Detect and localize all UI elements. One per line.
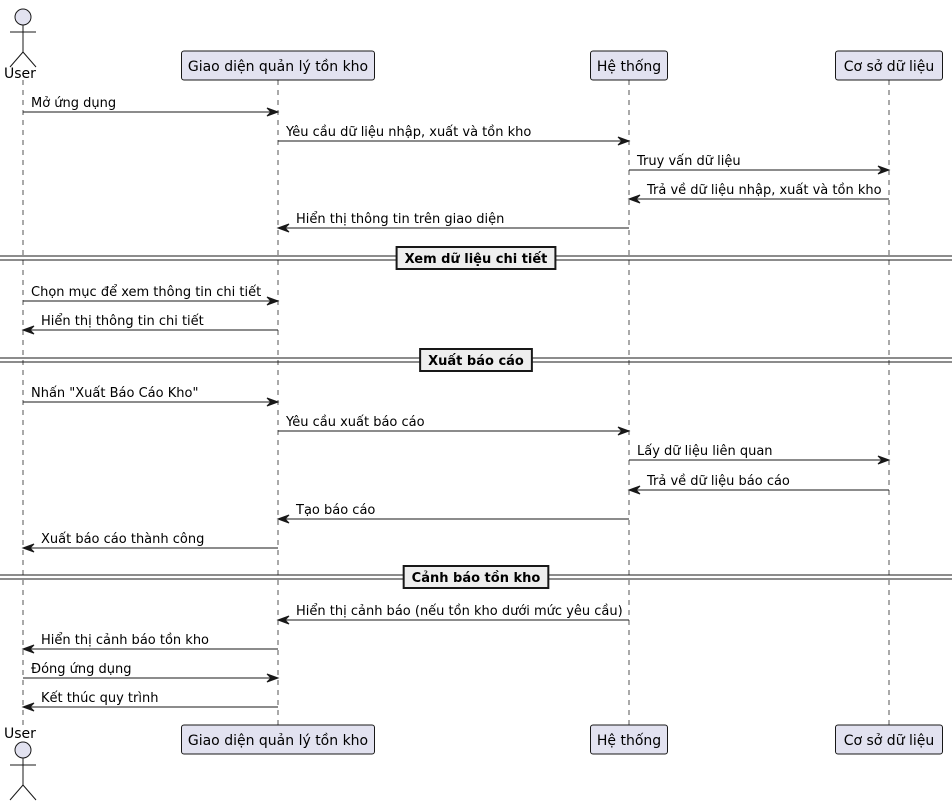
arrow-left-icon — [276, 223, 290, 233]
arrow-right-icon — [877, 455, 891, 465]
arrow-right-icon — [266, 296, 280, 306]
message-label: Đóng ứng dụng — [31, 662, 132, 677]
message-label: Yêu cầu dữ liệu nhập, xuất và tồn kho — [285, 125, 531, 140]
message-label: Yêu cầu xuất báo cáo — [285, 415, 425, 430]
divider-box — [395, 246, 557, 270]
actor-label-bottom: User — [4, 726, 36, 742]
arrow-right-icon — [266, 397, 280, 407]
participant-box-db-top — [835, 50, 943, 81]
divider-label: Cảnh báo tồn kho — [412, 571, 541, 586]
arrow-left-icon — [627, 485, 641, 495]
participant-label-db-top: Cơ sở dữ liệu — [844, 59, 935, 75]
message-label: Mở ứng dụng — [31, 96, 116, 111]
message-label: Kết thúc quy trình — [41, 691, 158, 706]
divider-box — [402, 565, 550, 589]
divider-label: Xem dữ liệu chi tiết — [405, 252, 548, 267]
divider-label: Xuất báo cáo — [428, 354, 524, 369]
arrow-left-icon — [21, 543, 35, 553]
arrow-right-icon — [266, 107, 280, 117]
arrow-right-icon — [266, 673, 280, 683]
message-label: Tạo báo cáo — [295, 503, 375, 518]
message-label: Hiển thị thông tin trên giao diện — [296, 212, 504, 227]
message-label: Hiển thị cảnh báo tồn kho — [41, 633, 209, 648]
actor-leg-right — [22, 784, 37, 801]
message-label: Trả về dữ liệu nhập, xuất và tồn kho — [646, 183, 882, 198]
participant-box-ui-top — [181, 50, 375, 81]
arrow-left-icon — [21, 644, 35, 654]
message-label: Lấy dữ liệu liên quan — [637, 444, 773, 459]
participant-box-system-top — [590, 50, 668, 81]
message-label: Trả về dữ liệu báo cáo — [646, 474, 790, 489]
participant-label-ui-bottom: Giao diện quản lý tồn kho — [188, 732, 368, 749]
participant-label-ui-top: Giao diện quản lý tồn kho — [188, 58, 368, 75]
arrow-left-icon — [276, 615, 290, 625]
actor-leg-left — [9, 784, 24, 801]
actor-label-top: User — [4, 66, 36, 82]
participant-label-system-top: Hệ thống — [597, 58, 661, 75]
message-label: Nhấn "Xuất Báo Cáo Kho" — [31, 386, 198, 401]
actor-leg-left — [9, 51, 24, 68]
arrow-right-icon — [617, 426, 631, 436]
arrow-right-icon — [877, 165, 891, 175]
actor-head-icon — [14, 8, 32, 26]
actor-leg-right — [22, 51, 37, 68]
divider-box — [419, 348, 533, 372]
message-label: Xuất báo cáo thành công — [41, 532, 204, 547]
participant-box-db-bottom — [835, 724, 943, 755]
arrow-left-icon — [276, 514, 290, 524]
message-label: Hiển thị cảnh báo (nếu tồn kho dưới mức … — [296, 604, 623, 619]
arrow-left-icon — [21, 702, 35, 712]
arrow-left-icon — [21, 325, 35, 335]
actor-head-icon — [14, 741, 32, 759]
message-label: Hiển thị thông tin chi tiết — [41, 314, 204, 329]
arrow-right-icon — [617, 136, 631, 146]
arrow-left-icon — [627, 194, 641, 204]
message-label: Chọn mục để xem thông tin chi tiết — [31, 285, 261, 300]
participant-label-db-bottom: Cơ sở dữ liệu — [844, 733, 935, 749]
participant-box-ui-bottom — [181, 724, 375, 755]
participant-box-system-bottom — [590, 724, 668, 755]
participant-label-system-bottom: Hệ thống — [597, 732, 661, 749]
message-label: Truy vấn dữ liệu — [636, 154, 741, 169]
